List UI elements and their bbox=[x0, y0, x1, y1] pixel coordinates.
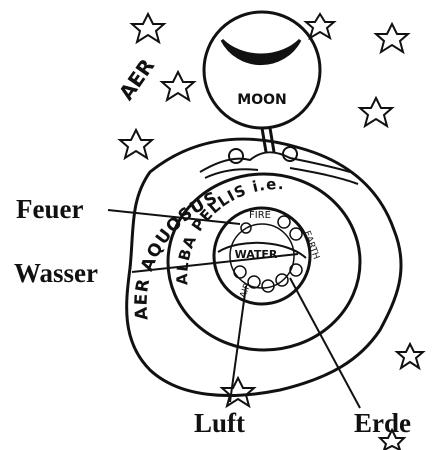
moon-label: MOON bbox=[237, 92, 286, 108]
callout-feuer: Feuer bbox=[16, 196, 83, 223]
callout-erde: Erde bbox=[354, 410, 411, 437]
star-icon bbox=[120, 130, 152, 158]
star-icon bbox=[360, 98, 392, 126]
star-icon bbox=[132, 14, 164, 42]
star-icon bbox=[162, 72, 194, 100]
star-icon bbox=[306, 14, 334, 38]
inner-fire-label: FIRE bbox=[249, 210, 271, 221]
star-icon bbox=[222, 378, 254, 406]
top-fragment-text: AER bbox=[114, 54, 159, 104]
moon bbox=[204, 12, 320, 152]
callout-wasser: Wasser bbox=[14, 260, 98, 287]
star-icon bbox=[397, 344, 423, 368]
star-icon bbox=[376, 24, 408, 52]
callout-luft: Luft bbox=[194, 410, 245, 437]
